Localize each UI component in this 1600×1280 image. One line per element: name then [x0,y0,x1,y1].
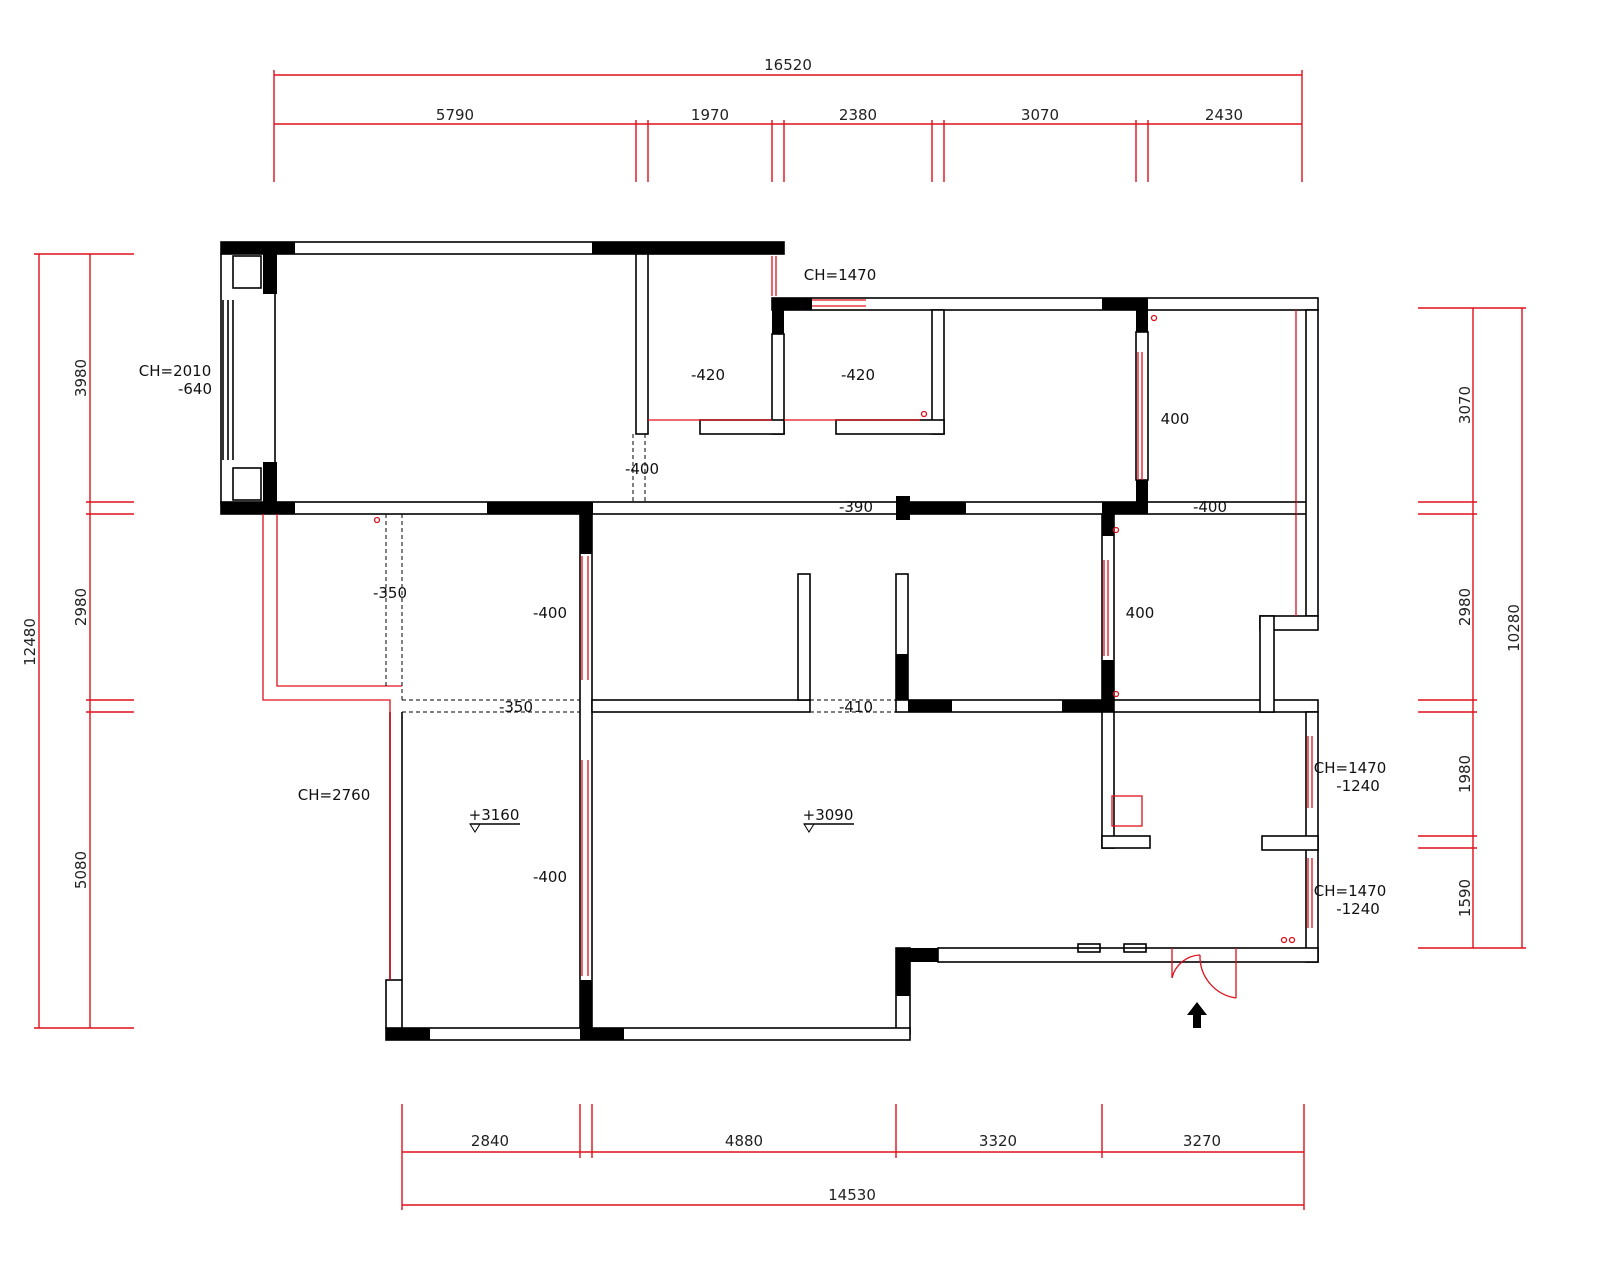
annotations: CH=2010 -640 CH=1470 CH=2760 CH=1470 -12… [139,266,1387,918]
top-dimensions: 16520 5790 1970 2380 3070 2430 [273,56,1303,182]
dim-bottom-seg4: 3270 [1183,1132,1221,1150]
note-top-window-ch: CH=1470 [804,266,877,284]
dim-right-seg2: 2980 [1456,588,1474,626]
dim-top-seg2: 1970 [691,106,729,124]
dim-top-seg5: 2430 [1205,106,1243,124]
dim-left-seg1: 3980 [72,359,90,397]
dim-top-total: 16520 [764,56,812,74]
dim-right-seg3: 1980 [1456,755,1474,793]
entrance-arrow-icon [1187,1002,1207,1028]
dim-top-seg4: 3070 [1021,106,1059,124]
dim-left-total: 12480 [21,618,39,666]
dim-bottom-seg2: 4880 [725,1132,763,1150]
dim-bottom-seg1: 2840 [471,1132,509,1150]
level-beam-400-right: -400 [1193,498,1227,516]
note-right-window2-offset: -1240 [1336,900,1380,918]
level-floor-left: +3160 [469,806,520,824]
note-bay-ch: CH=2760 [298,786,371,804]
level-wall-400-right-top: 400 [1161,410,1190,428]
dim-top-seg3: 2380 [839,106,877,124]
note-left-window-offset: -640 [178,380,212,398]
beam-lines [385,434,1296,713]
level-corridor: -400 [625,460,659,478]
note-right-window1-ch: CH=1470 [1314,759,1387,777]
level-beam-410: -410 [839,698,873,716]
level-room-b: -420 [841,366,875,384]
level-wall-400-right-bottom: 400 [1126,604,1155,622]
window-lines [262,256,1313,999]
level-beam-350-top: -350 [373,584,407,602]
level-room-a: -420 [691,366,725,384]
note-right-window1-offset: -1240 [1336,777,1380,795]
dim-left-seg2: 2980 [72,588,90,626]
dim-bottom-seg3: 3320 [979,1132,1017,1150]
level-beam-390: -390 [839,498,873,516]
level-wall-400-left-bottom: -400 [533,868,567,886]
level-marker-left-icon [469,823,481,833]
level-wall-400-left-top: -400 [533,604,567,622]
dim-right-total: 10280 [1505,604,1523,652]
note-right-window2-ch: CH=1470 [1314,882,1387,900]
bottom-dimensions: 2840 4880 3320 3270 14530 [401,1104,1305,1210]
note-left-window-ch: CH=2010 [139,362,212,380]
dim-bottom-total: 14530 [828,1186,876,1204]
dim-left-seg3: 5080 [72,851,90,889]
dim-right-seg1: 3070 [1456,386,1474,424]
level-floor-main: +3090 [803,806,854,824]
dim-right-seg4: 1590 [1456,879,1474,917]
level-marker-main-icon [803,823,815,833]
dim-top-seg1: 5790 [436,106,474,124]
left-dimensions: 3980 2980 5080 12480 [21,253,134,1029]
right-dimensions: 3070 2980 1980 1590 10280 [1418,307,1526,949]
level-beam-350-bottom: -350 [499,698,533,716]
